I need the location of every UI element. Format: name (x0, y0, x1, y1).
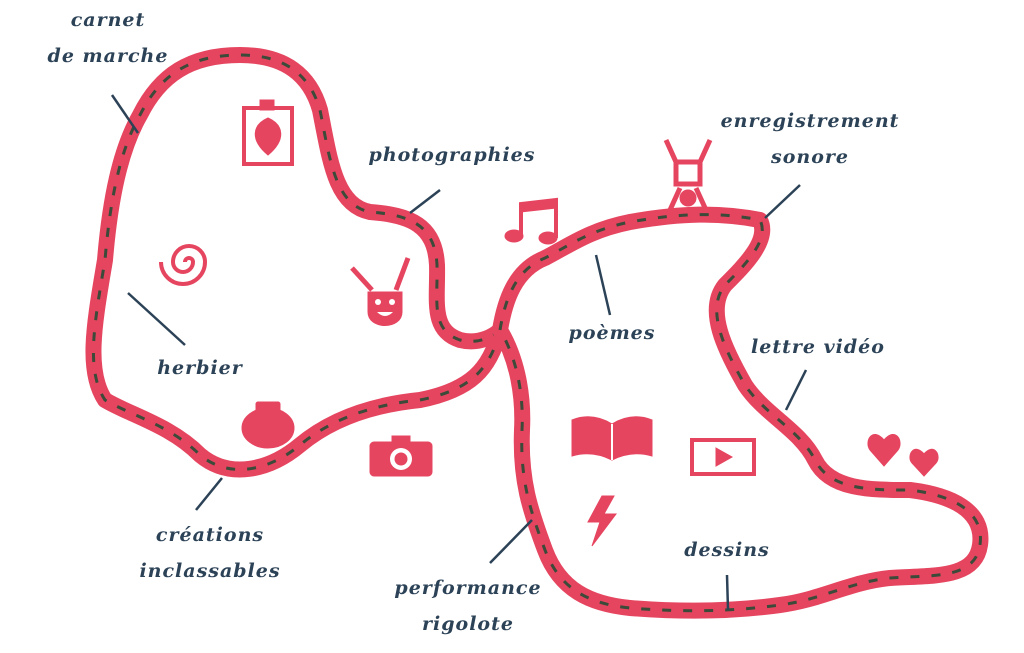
leader-lettre (784, 369, 808, 411)
camera-icon (369, 435, 433, 477)
leader-photographies (409, 189, 441, 214)
book-icon (571, 416, 653, 461)
label-line: de marche (47, 45, 169, 67)
label-line: performance (394, 577, 542, 599)
leader-poemes (594, 254, 612, 316)
leader-dessins (725, 574, 730, 611)
vase-icon (241, 401, 295, 449)
leader-herbier (127, 292, 186, 346)
label-enregistrement-sonore: enregistrement sonore (721, 103, 900, 175)
label-carnet-de-marche: carnet de marche (48, 2, 169, 74)
label-dessins: dessins (684, 539, 770, 561)
theater-mask-icon (350, 257, 411, 326)
hearts-icon (867, 434, 939, 477)
label-lettre-video: lettre vidéo (751, 336, 885, 358)
label-photographies: photographies (368, 144, 536, 166)
label-line: rigolote (422, 613, 514, 635)
acrobat-icon (663, 138, 713, 212)
leaf-frame-icon (242, 99, 294, 166)
leader-creations (195, 477, 223, 511)
spiral-icon (159, 244, 208, 286)
leader-performance (489, 519, 533, 564)
label-line: créations (155, 524, 265, 546)
leader-enregistrement (764, 184, 801, 219)
left-route (93, 55, 500, 469)
label-line: enregistrement (720, 110, 900, 132)
label-poemes: poèmes (568, 322, 656, 344)
music-note-icon (504, 197, 558, 245)
label-herbier: herbier (157, 357, 243, 379)
label-creations-inclassables: créations inclassables (139, 517, 280, 589)
label-line: carnet (70, 9, 146, 31)
video-player-icon (690, 438, 756, 476)
leader-lines (110, 94, 808, 611)
label-performance-rigolote: performance rigolote (394, 570, 541, 642)
leader-carnet (110, 94, 140, 134)
label-line: sonore (771, 146, 849, 168)
label-line: inclassables (139, 560, 281, 582)
lightning-icon (587, 495, 617, 547)
